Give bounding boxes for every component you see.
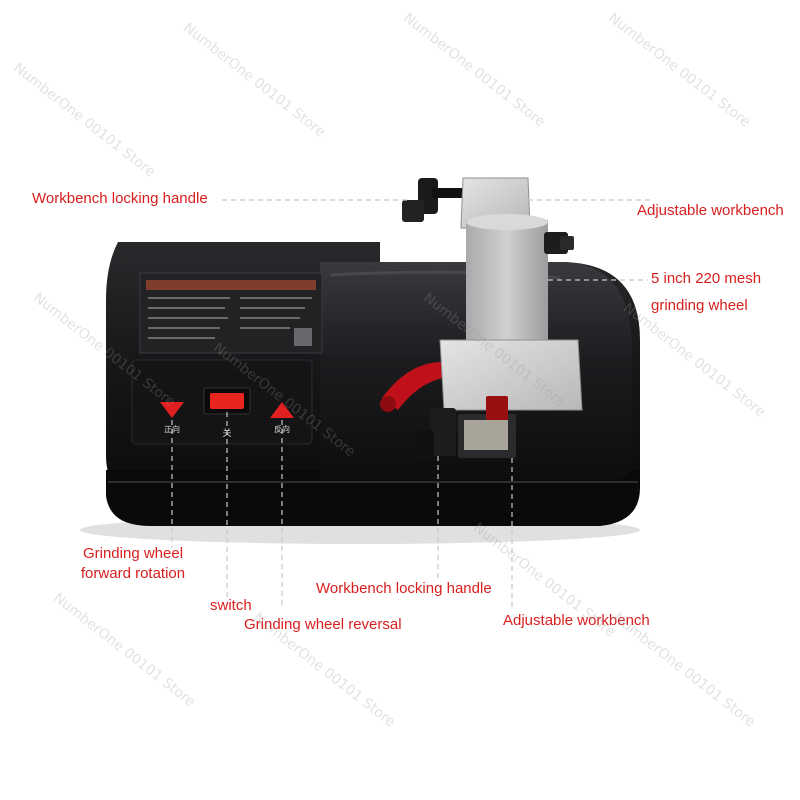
switch-label: 关 [222,427,231,439]
callout-top-locking-handle: Workbench locking handle [32,190,208,207]
callout-reversal: Grinding wheel reversal [244,616,402,633]
housing-base [106,470,640,526]
callout-lines [171,199,650,608]
callout-wheel-line2: grinding wheel [651,297,748,314]
power-switch[interactable] [210,393,244,409]
callout-forward-line1: Grinding wheel [82,545,184,562]
red-lever[interactable] [382,361,452,410]
bottom-locking-handle[interactable] [416,408,456,460]
reverse-arrow-icon[interactable] [270,402,294,418]
bottom-workbench-plate [439,339,583,411]
forward-arrow-icon[interactable] [160,402,184,418]
callout-bottom-adjustable-workbench: Adjustable workbench [503,612,650,629]
grinding-wheel [466,220,548,362]
top-locking-handle[interactable] [402,178,466,222]
forward-label: 正向 [164,424,180,434]
callout-forward-line2: forward rotation [80,565,186,582]
callout-switch: switch [210,597,252,614]
callout-wheel-line1: 5 inch 220 mesh [651,270,762,287]
reverse-label: 反向 [274,424,290,434]
callout-top-adjustable-workbench: Adjustable workbench [637,202,784,219]
callout-bottom-locking-handle: Workbench locking handle [316,580,492,597]
